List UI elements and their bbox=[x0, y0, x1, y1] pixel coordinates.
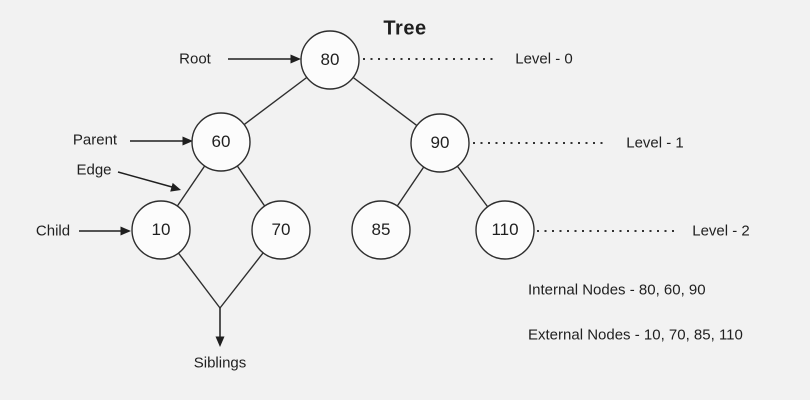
level-1-label: Level - 1 bbox=[626, 134, 684, 152]
node-85-value: 85 bbox=[371, 220, 391, 239]
diagram-title: Tree bbox=[383, 17, 427, 40]
node-70-value: 70 bbox=[271, 220, 291, 239]
siblings-arrow-icon bbox=[215, 336, 225, 347]
child-label: Child bbox=[35, 222, 71, 240]
internal-nodes-note: Internal Nodes - 80, 60, 90 bbox=[528, 281, 706, 299]
level-0-label: Level - 0 bbox=[515, 50, 573, 68]
node-90-value: 90 bbox=[430, 133, 450, 152]
parent-arrow-icon bbox=[182, 136, 193, 146]
node-90 bbox=[410, 113, 470, 173]
external-nodes-note: External Nodes - 10, 70, 85, 110 bbox=[528, 326, 743, 344]
root-arrow-icon bbox=[290, 54, 301, 64]
node-80-value: 80 bbox=[320, 50, 340, 69]
node-85 bbox=[351, 200, 411, 260]
edge-label: Edge bbox=[76, 161, 112, 179]
edge-arrow-line bbox=[117, 171, 173, 188]
parent-label: Parent bbox=[72, 131, 118, 149]
level-2-label: Level - 2 bbox=[692, 222, 750, 240]
node-10-value: 10 bbox=[151, 220, 171, 239]
node-60 bbox=[191, 112, 251, 172]
child-arrow-icon bbox=[120, 226, 131, 236]
root-label: Root bbox=[179, 50, 211, 68]
node-110-value: 110 bbox=[491, 220, 519, 239]
node-110 bbox=[475, 200, 535, 260]
siblings-label: Siblings bbox=[193, 354, 247, 372]
node-80 bbox=[300, 30, 360, 90]
edge-arrow-icon bbox=[170, 182, 181, 192]
node-60-value: 60 bbox=[211, 132, 231, 151]
node-70 bbox=[251, 200, 311, 260]
node-10 bbox=[131, 200, 191, 260]
